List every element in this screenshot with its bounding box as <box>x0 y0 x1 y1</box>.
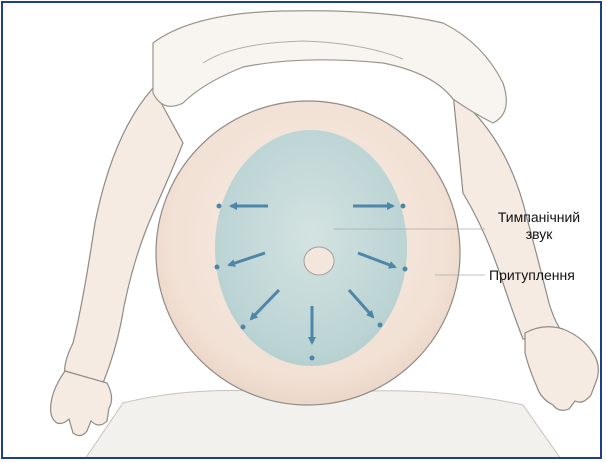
dot-icon <box>310 356 315 361</box>
dot-icon <box>217 204 222 209</box>
navel <box>304 247 334 275</box>
dot-icon <box>378 323 383 328</box>
dot-icon <box>215 265 220 270</box>
dot-icon <box>401 204 406 209</box>
tympanic-sound-label: Тимпанічний звук <box>489 209 589 243</box>
tympanic-label-line1: Тимпанічний <box>489 209 589 226</box>
right-hand <box>525 327 598 411</box>
dot-icon <box>241 325 246 330</box>
dot-icon <box>403 267 408 272</box>
tympanic-label-line2: звук <box>489 226 589 243</box>
dullness-label: Притуплення <box>489 267 589 284</box>
